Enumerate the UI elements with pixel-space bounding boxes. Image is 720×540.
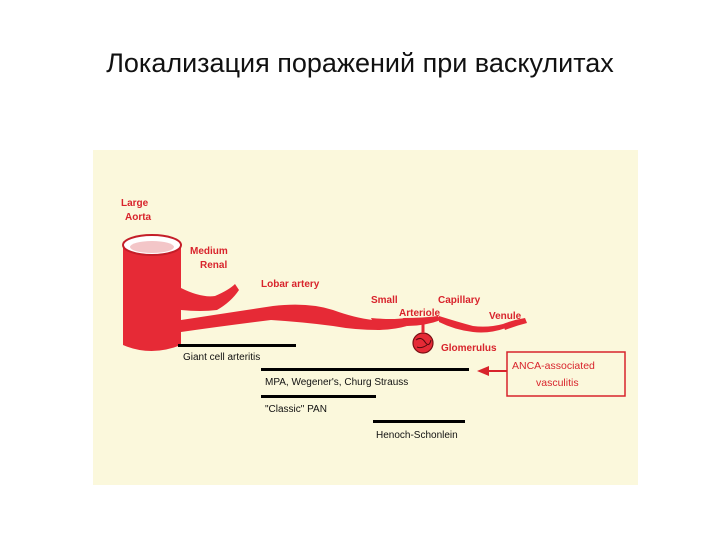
anca-box-line1: ANCA-associated: [512, 360, 595, 372]
label-capillary: Capillary: [438, 295, 481, 306]
label-henoch-schonlein: Henoch-Schonlein: [376, 430, 458, 441]
slide-title: Локализация поражений при васкулитах: [0, 48, 720, 79]
label-arteriole: Arteriole: [399, 308, 441, 319]
label-classic-pan: "Classic" PAN: [265, 404, 327, 415]
label-large: Large: [121, 198, 149, 209]
label-renal: Renal: [200, 260, 227, 271]
label-lobar-artery: Lobar artery: [261, 279, 320, 290]
vessel-diagram-svg: Large Aorta Medium Renal Lobar artery Sm…: [93, 150, 638, 485]
label-mpa-wegener-churg: MPA, Wegener's, Churg Strauss: [265, 377, 408, 388]
label-glomerulus: Glomerulus: [441, 343, 497, 354]
label-small: Small: [371, 295, 398, 306]
small-artery-vessel: [371, 318, 407, 330]
glomerulus-icon: [413, 323, 433, 353]
label-aorta: Aorta: [125, 212, 152, 223]
vasculitis-diagram: Large Aorta Medium Renal Lobar artery Sm…: [93, 150, 638, 485]
bar-classic-pan: [261, 395, 376, 398]
label-giant-cell-arteritis: Giant cell arteritis: [183, 352, 260, 363]
renal-artery-vessel: [181, 284, 239, 311]
anca-box: [507, 352, 625, 396]
label-venule: Venule: [489, 311, 522, 322]
aorta-vessel: [123, 235, 181, 351]
anca-arrow-icon: [477, 366, 507, 376]
bar-mpa-wegener-churg: [261, 368, 469, 371]
anca-box-line2: vasculitis: [536, 377, 579, 389]
label-medium: Medium: [190, 246, 228, 257]
bar-giant-cell-arteritis: [178, 344, 296, 347]
bar-henoch-schonlein: [373, 420, 465, 423]
